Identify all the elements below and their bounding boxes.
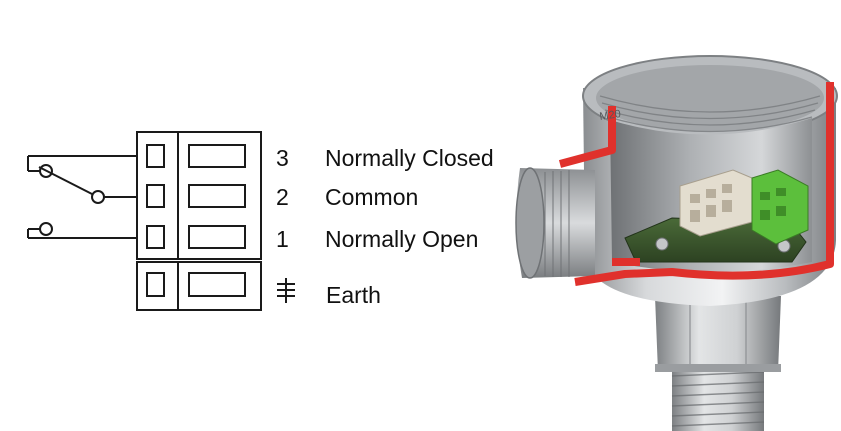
terminal-3-number: 3 <box>276 145 289 171</box>
earth-label: Earth <box>326 282 381 308</box>
terminal-3-slot <box>188 144 246 168</box>
earth-terminal-slot <box>188 272 246 297</box>
terminal-1-slot <box>188 225 246 249</box>
terminal-3-label: Normally Closed <box>325 145 494 171</box>
housing-marking: M20 <box>599 108 622 123</box>
hex-stem <box>655 296 781 372</box>
terminal-1-screw <box>146 225 165 249</box>
earth-block-frame <box>136 261 262 311</box>
terminal-block-frame <box>136 131 262 260</box>
terminal-2-slot <box>188 184 246 208</box>
terminal-2-label: Common <box>325 184 419 210</box>
housing-cutaway-edge <box>558 82 834 286</box>
housing-illustration: M20 <box>515 55 838 431</box>
relay-contact-symbol <box>27 155 137 239</box>
earth-symbol-icon <box>277 278 295 303</box>
bottom-thread-connector <box>671 366 765 431</box>
terminal-2-screw <box>146 184 165 208</box>
terminal-1-label: Normally Open <box>325 226 479 252</box>
schematic <box>27 131 295 311</box>
terminal-2-number: 2 <box>276 184 289 210</box>
side-cable-gland <box>515 167 595 279</box>
pcb-terminal-block-beige <box>679 169 753 237</box>
terminal-1-number: 1 <box>276 226 289 252</box>
pcb-screw-left <box>655 237 669 251</box>
earth-terminal-screw <box>146 272 165 297</box>
pcb-terminal-block-green <box>751 169 809 245</box>
housing-thread-lines <box>599 95 821 133</box>
terminal-3-screw <box>146 144 165 168</box>
